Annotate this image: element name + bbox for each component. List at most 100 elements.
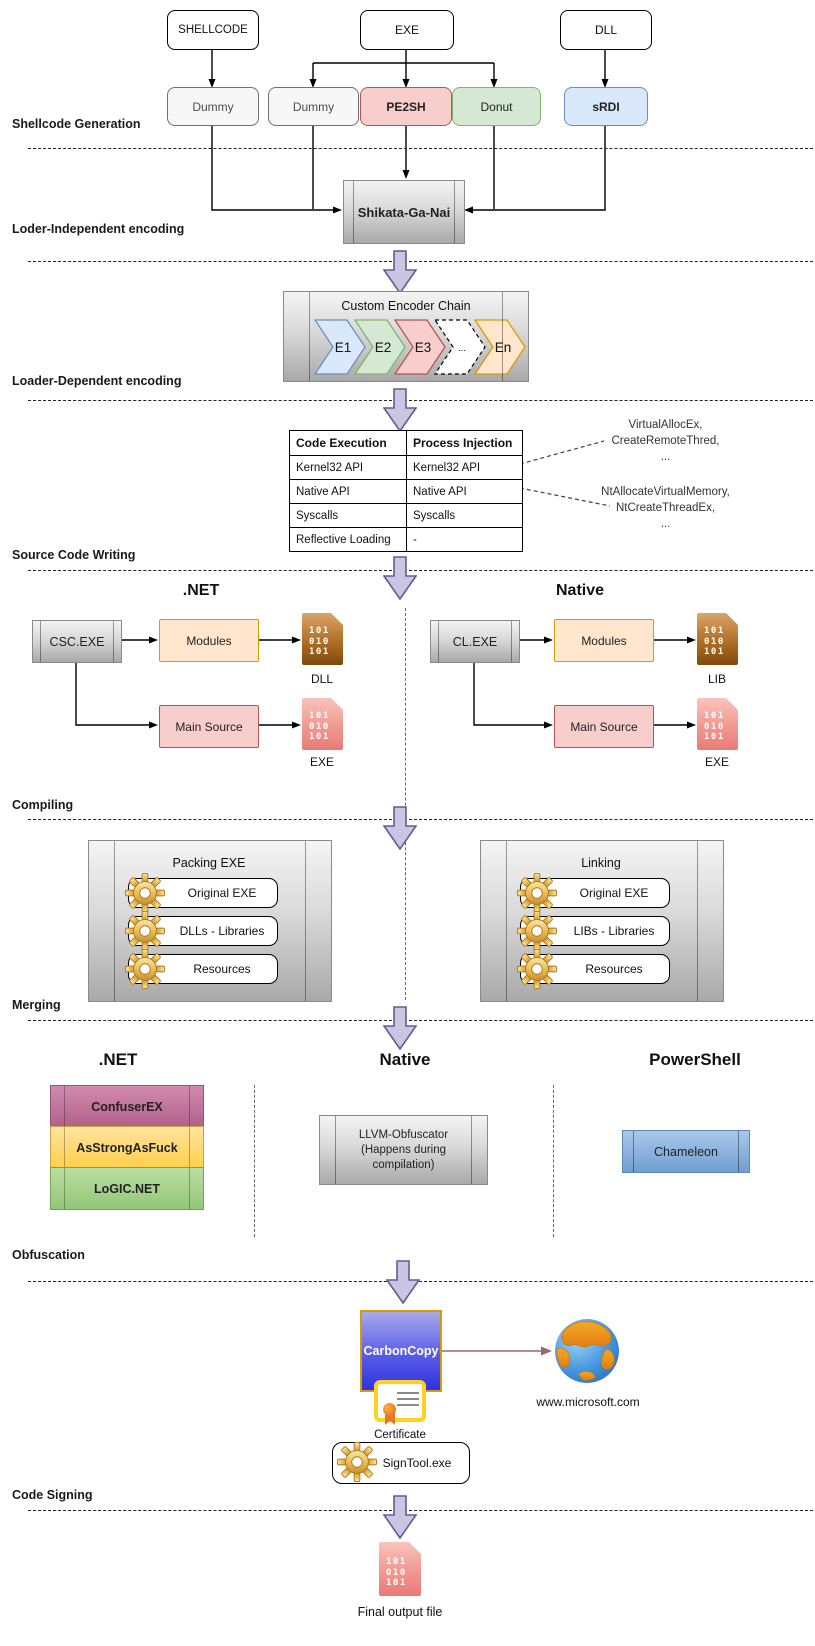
node-chameleon: Chameleon xyxy=(622,1130,750,1173)
stage-divider xyxy=(28,1281,813,1282)
gear-icon xyxy=(516,910,558,952)
table-header: Code Execution xyxy=(289,430,407,456)
flow-arrow-icon xyxy=(383,806,417,850)
node-pe2sh: PE2SH xyxy=(360,87,452,126)
annotation-line: CreateRemoteThred, xyxy=(611,435,720,447)
table-row: Reflective Loading - xyxy=(289,527,523,552)
node-carboncopy: CarbonCopy xyxy=(360,1310,442,1392)
column-divider xyxy=(405,608,406,1000)
table-cell: Native API xyxy=(289,479,407,504)
node-logic-net: LoGIC.NET xyxy=(50,1167,204,1210)
stage-label-compiling: Compiling xyxy=(12,798,74,812)
gear-icon xyxy=(124,948,166,990)
table-cell: Reflective Loading xyxy=(289,527,407,552)
column-divider xyxy=(254,1085,255,1237)
stage-divider xyxy=(28,400,813,401)
table-row: Native API Native API xyxy=(289,479,523,504)
stage-label-shellcode-generation: Shellcode Generation xyxy=(12,117,141,131)
stage-divider xyxy=(28,261,813,262)
carboncopy-label: CarbonCopy xyxy=(363,1344,439,1358)
node-native-modules: Modules xyxy=(554,619,654,662)
stage-label-code-signing: Code Signing xyxy=(12,1488,93,1502)
annotation-kernel32-apis: VirtualAllocEx, CreateRemoteThred, ... xyxy=(558,417,773,465)
exe-file-label: EXE xyxy=(704,755,729,769)
chevron-label: E1 xyxy=(335,340,352,355)
table-row: Kernel32 API Kernel32 API xyxy=(289,455,523,480)
node-csc-exe: CSC.EXE xyxy=(32,620,122,663)
chevron-label: E2 xyxy=(375,340,392,355)
table-header: Process Injection xyxy=(406,430,523,456)
packing-title: Packing EXE xyxy=(172,856,246,870)
annotation-line: VirtualAllocEx, xyxy=(628,419,703,431)
annotation-line: NtCreateThreadEx, xyxy=(615,502,716,514)
chevron-label: En xyxy=(495,340,512,355)
lib-file-label: LIB xyxy=(707,672,726,686)
chevron-label: ... xyxy=(458,343,466,354)
stage-label-loader-independent: Loder-Independent encoding xyxy=(12,222,185,236)
flow-arrow-icon xyxy=(383,1006,417,1050)
dll-file-label: DLL xyxy=(310,672,333,686)
encoder-chain-title: Custom Encoder Chain xyxy=(341,299,471,313)
table-cell: Native API xyxy=(406,479,523,504)
annotation-line: NtAllocateVirtualMemory, xyxy=(601,486,730,498)
stage-label-source-code-writing: Source Code Writing xyxy=(12,548,136,562)
node-llvm-obfuscator: LLVM-Obfuscator (Happens during compilat… xyxy=(319,1115,488,1185)
gear-icon xyxy=(516,872,558,914)
website-label: www.microsoft.com xyxy=(536,1395,640,1409)
column-divider xyxy=(553,1085,554,1237)
stage-divider xyxy=(28,1510,813,1511)
stage-divider xyxy=(28,819,813,820)
annotation-line: ... xyxy=(660,451,671,463)
heading-powershell-obfuscation: PowerShell xyxy=(649,1050,741,1069)
certificate-label: Certificate xyxy=(366,1429,434,1441)
node-dotnet-modules: Modules xyxy=(159,619,259,662)
node-native-main-source: Main Source xyxy=(554,705,654,748)
table-row: Syscalls Syscalls xyxy=(289,503,523,528)
heading-dotnet-obfuscation: .NET xyxy=(98,1050,138,1069)
final-output-label: Final output file xyxy=(357,1605,443,1619)
heading-dotnet-source: .NET xyxy=(182,582,220,599)
node-custom-encoder-chain: Custom Encoder Chain E1 E2 E3 ... En xyxy=(283,291,529,382)
globe-icon xyxy=(554,1318,620,1384)
node-dll-input: DLL xyxy=(560,10,652,50)
node-donut: Donut xyxy=(452,87,541,126)
stage-label-merging: Merging xyxy=(12,998,61,1012)
stage-label-obfuscation: Obfuscation xyxy=(12,1248,85,1262)
annotation-native-apis: NtAllocateVirtualMemory, NtCreateThreadE… xyxy=(558,484,773,532)
table-cell: Kernel32 API xyxy=(406,455,523,480)
annotation-line: ... xyxy=(660,518,671,530)
table-cell: Syscalls xyxy=(406,503,523,528)
node-shellcode-input: SHELLCODE xyxy=(167,10,259,50)
gear-icon xyxy=(124,872,166,914)
node-exe-input: EXE xyxy=(360,10,454,50)
heading-native-source: Native xyxy=(555,582,605,599)
flow-arrow-icon xyxy=(383,1495,417,1539)
table-cell: Syscalls xyxy=(289,503,407,528)
stage-divider xyxy=(28,148,813,149)
node-dotnet-main-source: Main Source xyxy=(159,705,259,748)
linking-title: Linking xyxy=(581,856,621,870)
flow-arrow-icon xyxy=(383,388,417,432)
chevron-label: E3 xyxy=(415,340,432,355)
table-cell: Kernel32 API xyxy=(289,455,407,480)
heading-native-obfuscation: Native xyxy=(379,1050,431,1069)
node-cl-exe: CL.EXE xyxy=(430,620,520,663)
exe-file-label: EXE xyxy=(309,755,334,769)
flow-arrow-icon xyxy=(383,250,417,294)
node-confuserex: ConfuserEX xyxy=(50,1085,204,1128)
encoder-chain-chevrons: E1 E2 E3 ... En xyxy=(314,319,526,375)
node-shikata-ga-nai: Shikata-Ga-Nai xyxy=(343,180,465,244)
flow-arrow-icon xyxy=(383,556,417,600)
gear-icon xyxy=(124,910,166,952)
stage-divider xyxy=(28,570,813,571)
table-cell: - xyxy=(406,527,523,552)
gear-icon xyxy=(336,1441,378,1483)
technique-table: Code Execution Process Injection Kernel3… xyxy=(289,430,523,552)
